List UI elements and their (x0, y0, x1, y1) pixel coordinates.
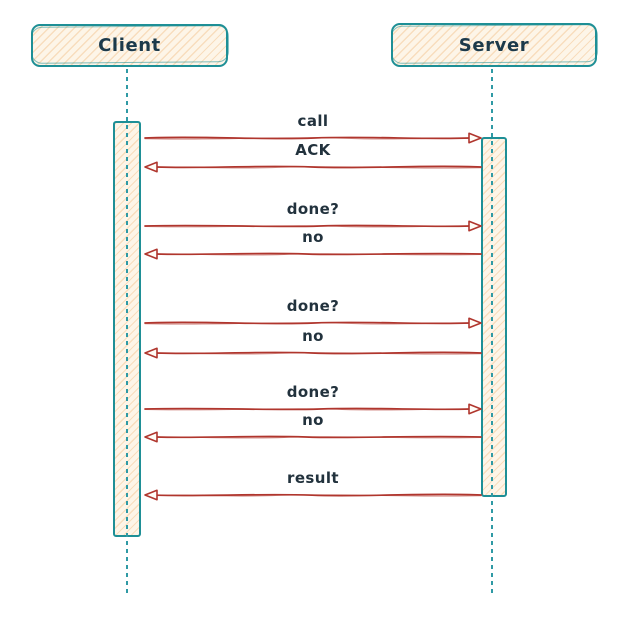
message-arrow-right (144, 317, 482, 329)
message-label: no (302, 228, 324, 246)
message-arrow-right (144, 220, 482, 232)
lifeline-client (126, 69, 128, 596)
actor-box-server: Server (391, 23, 597, 67)
message-arrow-right (144, 403, 482, 415)
actor-box-client: Client (31, 24, 228, 67)
message-label: done? (286, 297, 340, 315)
message-label: done? (286, 200, 340, 218)
message-label: done? (286, 383, 340, 401)
message-arrow-left (144, 347, 482, 359)
message-label: ACK (295, 141, 331, 159)
message-arrow-left (144, 248, 482, 260)
message-label: no (302, 327, 324, 345)
actor-label-client: Client (98, 35, 161, 56)
actor-label-server: Server (458, 34, 530, 56)
message-arrow-left (144, 489, 482, 501)
message-label: call (297, 112, 329, 130)
message-arrow-left (144, 161, 482, 173)
lifeline-server (491, 69, 493, 594)
message-arrow-left (144, 431, 482, 443)
message-label: result (287, 469, 339, 487)
message-arrow-right (144, 132, 482, 144)
activation-bar-server (481, 137, 507, 497)
message-label: no (302, 411, 324, 429)
